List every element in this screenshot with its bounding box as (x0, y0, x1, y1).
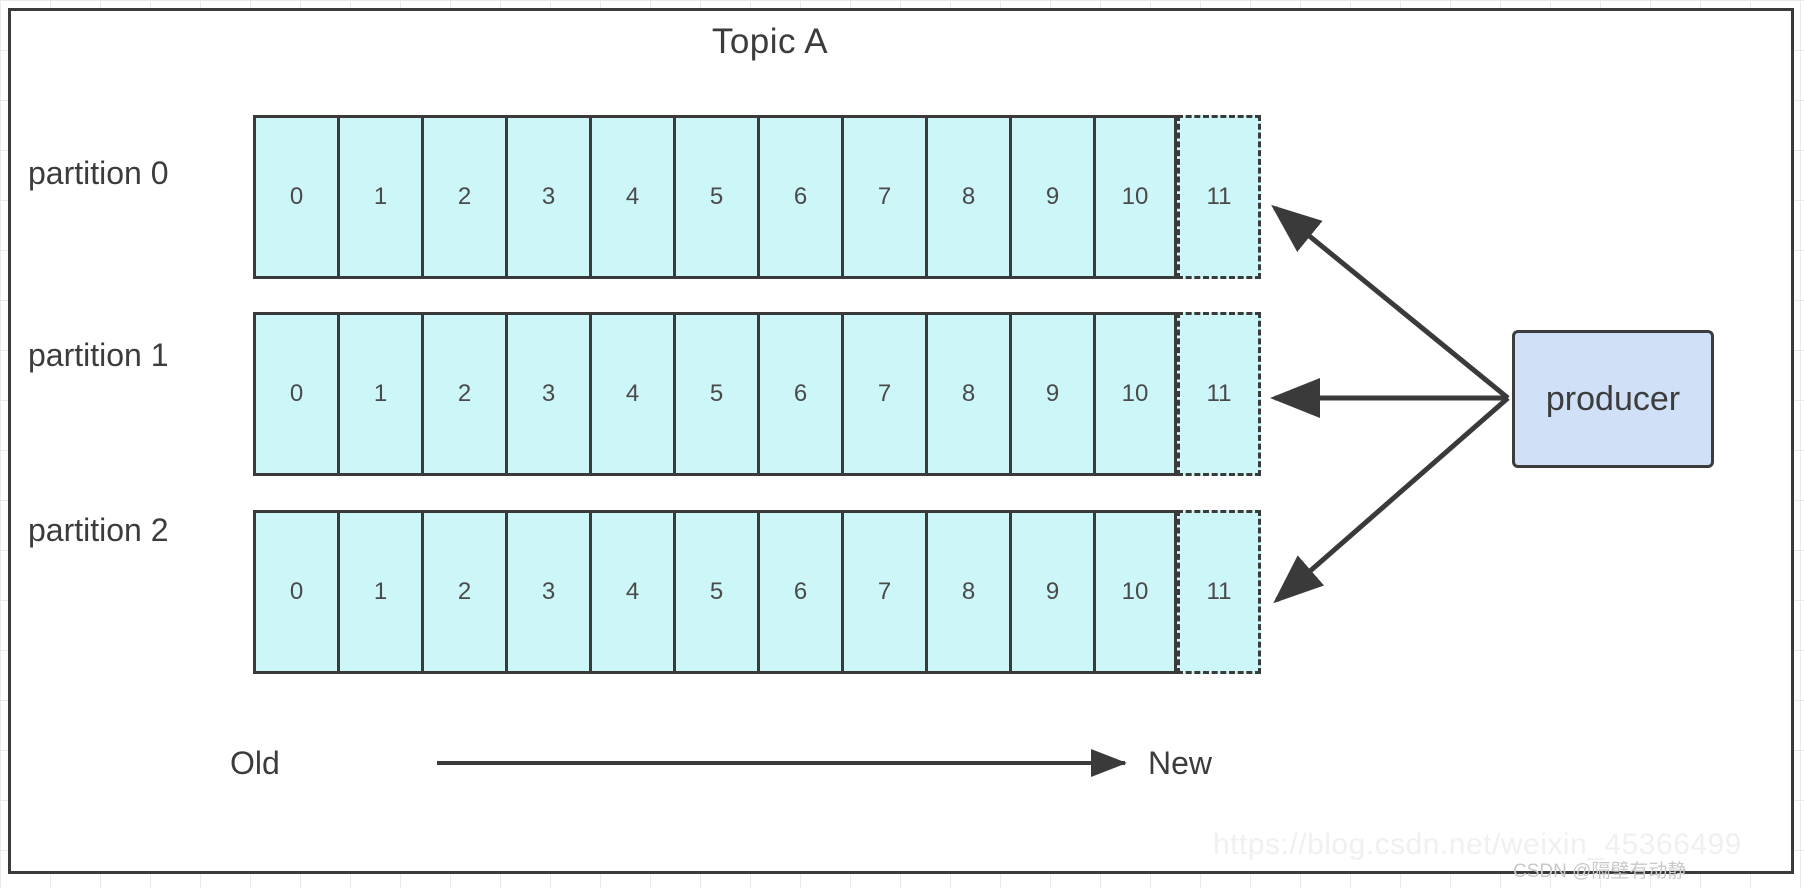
partition-2-cell-5: 5 (673, 510, 757, 674)
partition-0-cell-11-pending: 11 (1177, 115, 1261, 279)
partition-2-label: partition 2 (28, 512, 169, 548)
partition-2-row: 0 1 2 3 4 5 6 7 8 9 10 11 (253, 510, 1261, 674)
partition-1-cell-9: 9 (1009, 312, 1093, 476)
partition-2-cell-9: 9 (1009, 510, 1093, 674)
partition-0-cell-6: 6 (757, 115, 841, 279)
partition-1-cell-11-pending: 11 (1177, 312, 1261, 476)
partition-0-cell-5: 5 (673, 115, 757, 279)
partition-1-cell-2: 2 (421, 312, 505, 476)
partition-2-cell-1: 1 (337, 510, 421, 674)
partition-1-cell-3: 3 (505, 312, 589, 476)
producer-node: producer (1512, 330, 1714, 468)
partition-0-cell-7: 7 (841, 115, 925, 279)
partition-1-cell-0: 0 (253, 312, 337, 476)
partition-2-cell-10: 10 (1093, 510, 1177, 674)
partition-0-cell-1: 1 (337, 115, 421, 279)
partition-1-cell-7: 7 (841, 312, 925, 476)
partition-2-cell-3: 3 (505, 510, 589, 674)
partition-0-cell-10: 10 (1093, 115, 1177, 279)
partition-0-cell-9: 9 (1009, 115, 1093, 279)
partition-1-label: partition 1 (28, 337, 169, 373)
partition-1-cell-4: 4 (589, 312, 673, 476)
partition-1-cell-1: 1 (337, 312, 421, 476)
partition-0-cell-2: 2 (421, 115, 505, 279)
partition-1-row: 0 1 2 3 4 5 6 7 8 9 10 11 (253, 312, 1261, 476)
partition-1-cell-10: 10 (1093, 312, 1177, 476)
partition-2-cell-2: 2 (421, 510, 505, 674)
partition-0-cell-8: 8 (925, 115, 1009, 279)
partition-0-cell-0: 0 (253, 115, 337, 279)
partition-2-cell-4: 4 (589, 510, 673, 674)
partition-0-row: 0 1 2 3 4 5 6 7 8 9 10 11 (253, 115, 1261, 279)
watermark-credit: CSDN @隔壁有动静 (1513, 861, 1687, 882)
page-title: Topic A (711, 22, 829, 61)
partition-2-cell-7: 7 (841, 510, 925, 674)
partition-2-cell-11-pending: 11 (1177, 510, 1261, 674)
axis-label-new: New (1148, 745, 1213, 781)
partition-1-cell-8: 8 (925, 312, 1009, 476)
partition-0-label: partition 0 (28, 155, 169, 191)
partition-2-cell-0: 0 (253, 510, 337, 674)
partition-0-cell-3: 3 (505, 115, 589, 279)
partition-1-cell-6: 6 (757, 312, 841, 476)
partition-2-cell-8: 8 (925, 510, 1009, 674)
axis-label-old: Old (230, 745, 280, 781)
partition-0-cell-4: 4 (589, 115, 673, 279)
partition-1-cell-5: 5 (673, 312, 757, 476)
partition-2-cell-6: 6 (757, 510, 841, 674)
watermark-url: https://blog.csdn.net/weixin_45366499 (1213, 828, 1742, 861)
